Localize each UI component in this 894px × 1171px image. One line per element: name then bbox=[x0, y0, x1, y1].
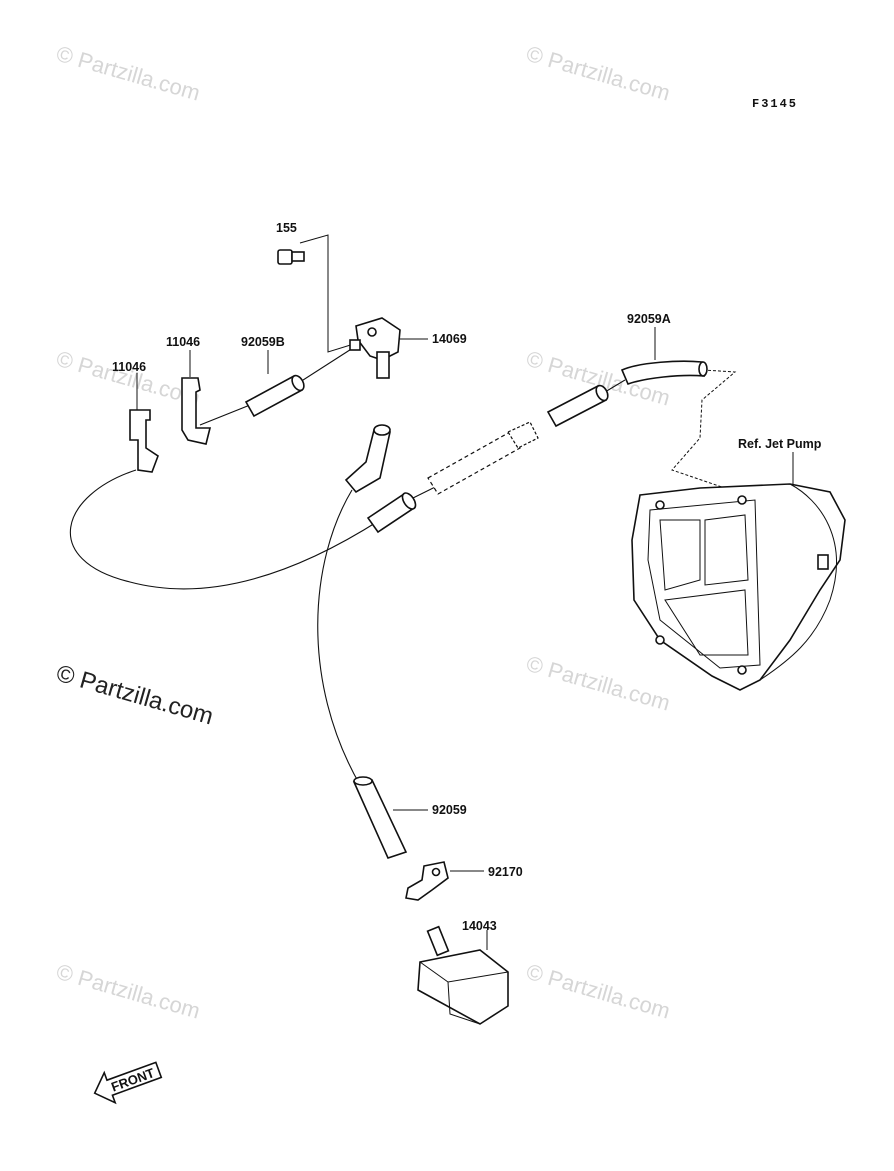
label-92059B: 92059B bbox=[241, 335, 285, 349]
cable-11046-to-92059B bbox=[199, 404, 251, 426]
clip-11046-b bbox=[181, 377, 212, 445]
drain-hose-upper bbox=[344, 424, 391, 494]
cable-to-jet-pump bbox=[671, 369, 761, 526]
figure-code: F3145 bbox=[752, 97, 798, 111]
hose-92059A bbox=[620, 360, 708, 386]
bolt-155 bbox=[277, 249, 305, 265]
cable-drain-hose bbox=[317, 489, 361, 786]
pipe-dashed bbox=[427, 421, 539, 495]
part-labels: 155 11046 11046 92059B 14069 92059A Ref.… bbox=[112, 221, 822, 933]
label-ref-jet-pump: Ref. Jet Pump bbox=[738, 437, 822, 451]
hose-92059 bbox=[352, 776, 408, 859]
label-92059A: 92059A bbox=[627, 312, 671, 326]
watermark-2: © Partzilla.com bbox=[524, 41, 673, 106]
block-14043 bbox=[417, 925, 509, 1025]
label-92170: 92170 bbox=[488, 865, 523, 879]
front-label: FRONT bbox=[109, 1065, 156, 1094]
clip-11046-a bbox=[129, 409, 159, 473]
clamp-92170 bbox=[405, 861, 449, 901]
watermark-1: © Partzilla.com bbox=[54, 41, 203, 106]
cable-main-loop bbox=[69, 469, 381, 590]
hose-short-right bbox=[546, 384, 609, 428]
cable-92059B-to-14069 bbox=[299, 345, 357, 383]
hose-92059B bbox=[244, 374, 305, 418]
label-155: 155 bbox=[276, 221, 297, 235]
watermark-7: © Partzilla.com bbox=[524, 959, 673, 1024]
label-92059: 92059 bbox=[432, 803, 467, 817]
hose-short-mid bbox=[366, 492, 417, 534]
watermarks: © Partzilla.com © Partzilla.com © Partzi… bbox=[53, 41, 673, 1024]
watermark-3: © Partzilla.com bbox=[54, 346, 203, 411]
elbow-fitting-14069 bbox=[349, 317, 401, 379]
watermark-main: © Partzilla.com bbox=[53, 660, 216, 731]
label-11046-b: 11046 bbox=[166, 335, 200, 349]
front-arrow: FRONT bbox=[93, 1061, 163, 1105]
label-11046-a: 11046 bbox=[112, 360, 146, 374]
jet-pump bbox=[631, 483, 846, 691]
watermark-6: © Partzilla.com bbox=[54, 959, 203, 1024]
label-14069: 14069 bbox=[432, 332, 467, 346]
leader-155 bbox=[299, 234, 358, 353]
watermark-5: © Partzilla.com bbox=[524, 651, 673, 716]
label-14043: 14043 bbox=[462, 919, 497, 933]
